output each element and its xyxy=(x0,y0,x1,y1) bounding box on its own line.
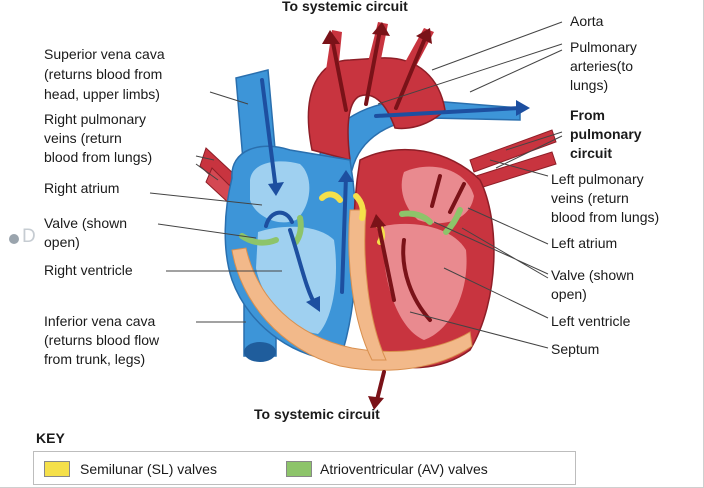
right-atrium-chamber xyxy=(250,161,310,223)
leader-la xyxy=(467,207,549,245)
side-dot-icon xyxy=(9,234,19,244)
atrioventricular-valve-right xyxy=(239,233,279,246)
label-superior-vena-cava: Superior vena cava (returns blood from h… xyxy=(44,46,165,102)
flow-arrow-rv-up xyxy=(340,174,348,294)
leader-rpv xyxy=(195,155,219,181)
flow-arrow-la xyxy=(430,174,442,208)
flow-arrow-lv xyxy=(401,238,432,322)
key-title: KEY xyxy=(36,430,65,446)
leader-lpv xyxy=(489,159,549,177)
septum xyxy=(231,247,473,371)
label-left-atrium: Left atrium xyxy=(551,235,618,251)
label-inferior-vena-cava: Inferior vena cava (returns blood flow f… xyxy=(44,313,160,367)
label-left-ventricle: Left ventricle xyxy=(551,313,631,329)
leader-valve-right xyxy=(433,221,549,279)
left-atrium-chamber xyxy=(401,166,474,224)
label-pulmonary-arteries: Pulmonary arteries(to lungs) xyxy=(570,39,637,93)
flow-arrow-ra-loop xyxy=(264,210,294,228)
key-swatch-atrioventricular xyxy=(286,461,312,477)
side-glyph: D xyxy=(22,226,36,247)
leader-septum xyxy=(409,311,549,349)
leader-lv xyxy=(443,267,549,319)
leader-aorta xyxy=(431,21,563,71)
flow-arrow-lv-up xyxy=(376,220,396,302)
label-valve-left: Valve (shown open) xyxy=(44,215,128,250)
label-valve-right: Valve (shown open) xyxy=(551,267,635,302)
key-label-atrioventricular: Atrioventricular (AV) valves xyxy=(320,461,488,477)
leader-from-pulm xyxy=(495,131,563,169)
leader-svc xyxy=(209,91,249,105)
label-right-pulmonary-veins: Right pulmonary veins (return blood from… xyxy=(44,111,153,165)
bottom-title: To systemic circuit xyxy=(254,406,380,422)
from-pulmonary-label: From pulmonary circuit xyxy=(570,107,642,161)
label-septum: Septum xyxy=(551,341,600,357)
leader-ra xyxy=(149,192,263,206)
flow-arrow-pa xyxy=(374,106,522,118)
key-legend: Semilunar (SL) valves Atrioventricular (… xyxy=(33,451,576,485)
atrioventricular-valve-left xyxy=(399,210,433,225)
label-left-pulmonary-veins: Left pulmonary veins (return blood from … xyxy=(551,171,660,225)
inferior-vena-cava-opening xyxy=(244,342,276,362)
semilunar-valve-pulmonary xyxy=(319,191,343,203)
flow-arrow-svc xyxy=(260,78,278,192)
top-title: To systemic circuit xyxy=(282,0,408,14)
key-label-semilunar: Semilunar (SL) valves xyxy=(80,461,217,477)
semilunar-valve-aortic-1 xyxy=(353,193,366,221)
key-swatch-semilunar xyxy=(44,461,70,477)
label-right-ventricle: Right ventricle xyxy=(44,262,133,278)
label-aorta: Aorta xyxy=(570,13,604,29)
leader-pa xyxy=(377,43,563,105)
flow-arrow-aorta-1 xyxy=(330,36,348,112)
label-right-atrium: Right atrium xyxy=(44,180,120,196)
leader-valve-left xyxy=(157,223,257,239)
